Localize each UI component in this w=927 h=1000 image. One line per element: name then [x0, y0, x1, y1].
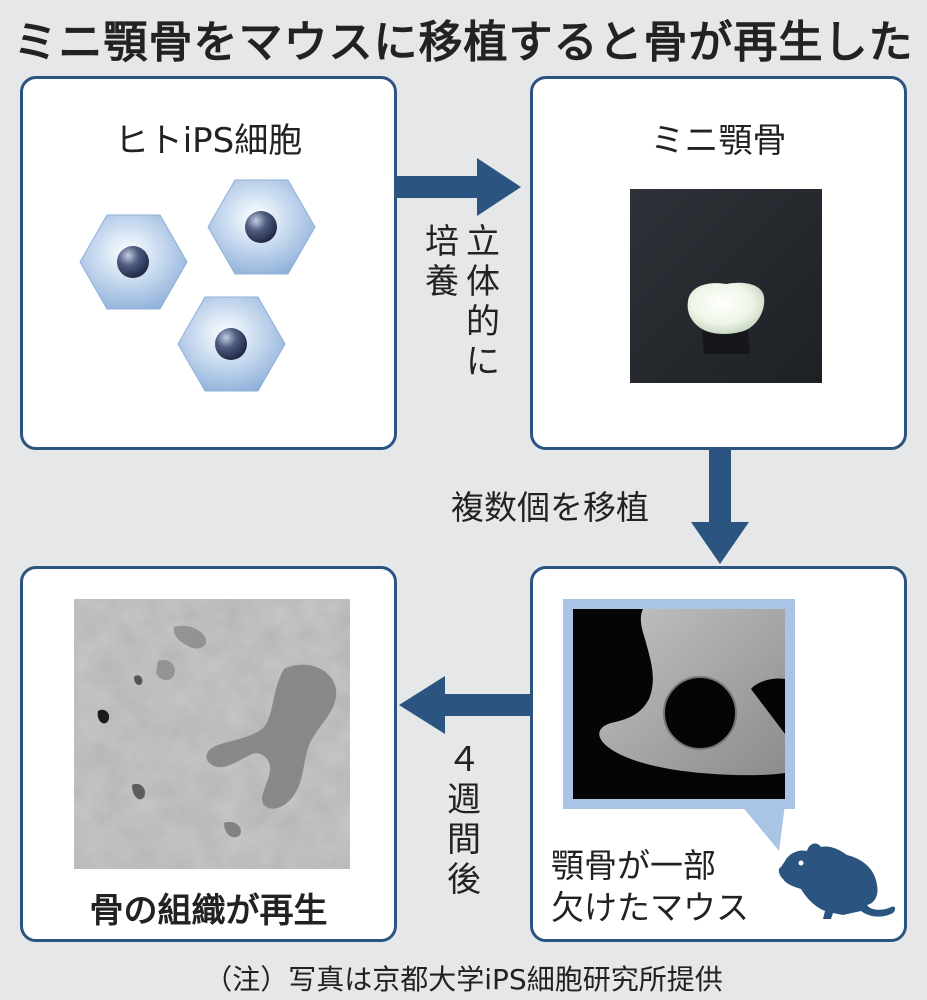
page-title: ミニ顎骨をマウスに移植すると骨が再生した: [13, 17, 914, 68]
culture-char: 培: [425, 222, 459, 262]
culture-char: 立: [466, 222, 500, 262]
weeks-char: 間: [447, 820, 481, 860]
regenerated-bone-photo: [74, 599, 350, 869]
weeks-char: 後: [447, 860, 481, 900]
panel-title-regenerated-bone: 骨の組織が再生: [89, 891, 328, 931]
mouse-label-line2: 欠けたマウス: [551, 888, 749, 927]
photo-credit-caption: （注）写真は京都大学iPS細胞研究所提供: [204, 963, 723, 996]
culture-char: 養: [425, 262, 459, 302]
panel-mouse: 顎骨が一部 欠けたマウス: [530, 566, 907, 942]
arrow-right-culture: [397, 158, 521, 216]
mouse-icon: [778, 843, 896, 919]
panel-ips-cells: ヒトiPS細胞: [20, 76, 397, 450]
panel-title-mini-jaw: ミニ顎骨: [650, 121, 787, 161]
arrow-left-weeks: [399, 676, 530, 734]
culture-char: 体: [466, 262, 500, 302]
culture-label-col1: 培 養: [422, 222, 462, 302]
arrow-down-transplant: [691, 450, 749, 564]
panel-title-ips-cells: ヒトiPS細胞: [114, 121, 303, 161]
weeks-char: ４: [447, 740, 481, 780]
transplant-label: 複数個を移植: [451, 488, 649, 527]
weeks-label: ４ 週 間 後: [444, 740, 484, 900]
culture-char: に: [466, 342, 500, 382]
culture-label-col2: 立 体 的 に: [463, 222, 503, 382]
panel-mini-jaw: ミニ顎骨: [530, 76, 907, 450]
panel-regenerated-bone: 骨の組織が再生: [20, 566, 397, 942]
mini-jaw-photo: [630, 189, 822, 383]
mouse-label: 顎骨が一部 欠けたマウス: [551, 845, 749, 929]
cell-2: [207, 179, 316, 275]
cell-1: [79, 214, 188, 310]
cell-3: [177, 296, 286, 392]
defect-photo-with-callout: [563, 599, 795, 851]
mouse-label-line1: 顎骨が一部: [551, 846, 716, 885]
weeks-char: 週: [447, 780, 481, 820]
ips-cells-illustration: [79, 179, 316, 392]
culture-char: 的: [466, 302, 500, 342]
